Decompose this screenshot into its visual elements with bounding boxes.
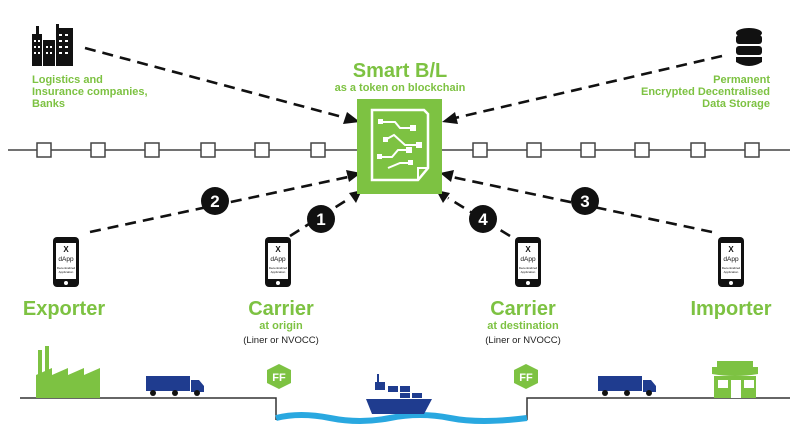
step-circle-3: 3	[571, 187, 599, 215]
blockchain-block	[580, 142, 596, 158]
carrier-origin-note: (Liner or NVOCC)	[243, 335, 319, 346]
logistics-label-line: Logistics and	[32, 74, 103, 86]
phone-app-label: dApp	[723, 256, 739, 263]
carrier-origin-sub: at origin	[259, 320, 303, 332]
blockchain-block	[744, 142, 760, 158]
step-circle-1: 1	[307, 205, 335, 233]
svg-text:FF: FF	[272, 372, 286, 384]
blockchain-block	[90, 142, 106, 158]
svg-text:4: 4	[478, 210, 488, 229]
blockchain-block	[472, 142, 488, 158]
blockchain-block	[310, 142, 326, 158]
phone-caption: Decentralized	[519, 266, 538, 270]
phone-caption: Application	[724, 270, 739, 274]
logistics-label-line: Insurance companies,	[32, 86, 148, 98]
buildings-icon	[32, 24, 73, 66]
phone-caption: Application	[271, 270, 286, 274]
smart-document-icon	[357, 99, 442, 194]
storage-label-line: Permanent	[713, 74, 770, 86]
phone-logo: X	[275, 245, 281, 254]
phone-app-label: dApp	[270, 256, 286, 263]
storage-label-line: Encrypted Decentralised	[641, 86, 770, 98]
truck-icon	[146, 376, 204, 396]
importer-label: Importer	[690, 298, 772, 320]
logistics-label: Logistics and Insurance companies, Banks	[32, 74, 192, 110]
exporter-label: Exporter	[22, 298, 106, 320]
carrier-destination-note: (Liner or NVOCC)	[485, 335, 561, 346]
blockchain-blocks	[36, 142, 760, 158]
step-circle-2: 2	[201, 187, 229, 215]
phone-app-label: dApp	[520, 256, 536, 263]
step-circle-4: 4	[469, 205, 497, 233]
blockchain-block	[36, 142, 52, 158]
phone-caption: Application	[59, 270, 74, 274]
arrow-from-storage	[454, 54, 723, 120]
svg-text:3: 3	[580, 192, 589, 211]
storage-label: Permanent Encrypted Decentralised Data S…	[600, 74, 770, 110]
phone-logo: X	[525, 245, 531, 254]
arrow-from-carrier-origin	[289, 196, 351, 238]
title-main: Smart B/L	[352, 60, 448, 82]
arrow-head	[442, 112, 458, 124]
storage-label-line: Data Storage	[702, 98, 770, 110]
factory-icon	[36, 346, 100, 398]
truck-icon	[598, 376, 656, 396]
phone-caption: Decentralized	[57, 266, 76, 270]
arrow-from-logistics	[84, 46, 347, 120]
svg-text:2: 2	[210, 192, 219, 211]
phone-caption: Decentralized	[269, 266, 288, 270]
shop-icon	[712, 361, 758, 398]
ff-badge-icon: FF	[514, 364, 538, 389]
blockchain-block	[144, 142, 160, 158]
title-sub: as a token on blockchain	[334, 82, 466, 94]
phone-caption: Application	[521, 270, 536, 274]
phone-app-label: dApp	[58, 256, 74, 263]
phone-logo: X	[63, 245, 69, 254]
logistics-label-line: Banks	[32, 98, 66, 110]
blockchain-block	[526, 142, 542, 158]
phone-logo: X	[728, 245, 734, 254]
carrier-origin-label: Carrier	[248, 298, 314, 320]
arrow-head	[343, 112, 360, 124]
blockchain-block	[634, 142, 650, 158]
arrow-head	[440, 170, 454, 182]
ship-icon	[366, 374, 432, 414]
svg-text:FF: FF	[519, 372, 533, 384]
blockchain-block	[254, 142, 270, 158]
water-wave	[275, 412, 528, 424]
database-icon	[736, 28, 762, 66]
carrier-destination-sub: at destination	[487, 320, 559, 332]
ff-badge-icon: FF	[267, 364, 291, 389]
phone-caption: Decentralized	[722, 266, 741, 270]
blockchain-block	[690, 142, 706, 158]
blockchain-block	[200, 142, 216, 158]
carrier-destination-label: Carrier	[490, 298, 556, 320]
svg-text:1: 1	[316, 210, 325, 229]
ground-line	[20, 397, 790, 420]
